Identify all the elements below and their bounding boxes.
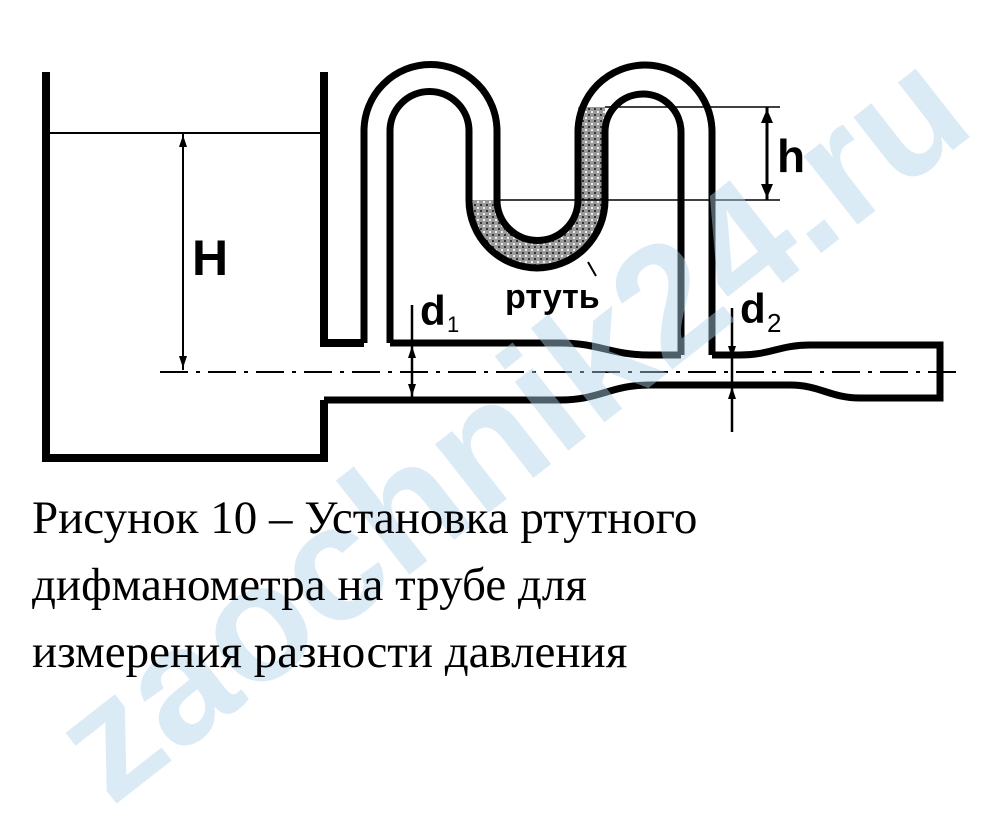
H-arrow-bottom [179, 356, 187, 368]
d2-arrow-bottom [728, 387, 736, 399]
d2-arrow-top [728, 346, 736, 358]
d1-label: d [420, 287, 446, 334]
differential-manometer-diagram: H h d 1 d 2 ртуть [42, 61, 962, 462]
h-arrow-bottom [761, 184, 773, 198]
d2-label: d [740, 285, 766, 332]
mercury-label: ртуть [505, 278, 600, 316]
h-arrow-top [761, 109, 773, 123]
h-label: h [777, 130, 805, 182]
H-label: H [192, 230, 228, 286]
pipe-top-wall-right [324, 341, 944, 404]
pipe-top-wall [390, 339, 681, 359]
caption-line-3: измерения разности давления [32, 626, 628, 678]
H-arrow-top [179, 135, 187, 147]
manometer-tube-inner [386, 88, 685, 355]
d1-arrow-bottom [408, 384, 416, 396]
tank-wall [42, 72, 328, 462]
d2-subscript: 2 [767, 308, 781, 338]
caption-line-1: Рисунок 10 – Установка ртутного [32, 492, 698, 544]
caption-line-2: дифманометра на трубе для [32, 559, 587, 611]
tank-right-wall [320, 72, 364, 347]
manometer-tube-outer [360, 61, 716, 355]
mercury-leader [587, 261, 597, 277]
d1-arrow-top [408, 346, 416, 358]
d1-subscript: 1 [447, 312, 459, 337]
